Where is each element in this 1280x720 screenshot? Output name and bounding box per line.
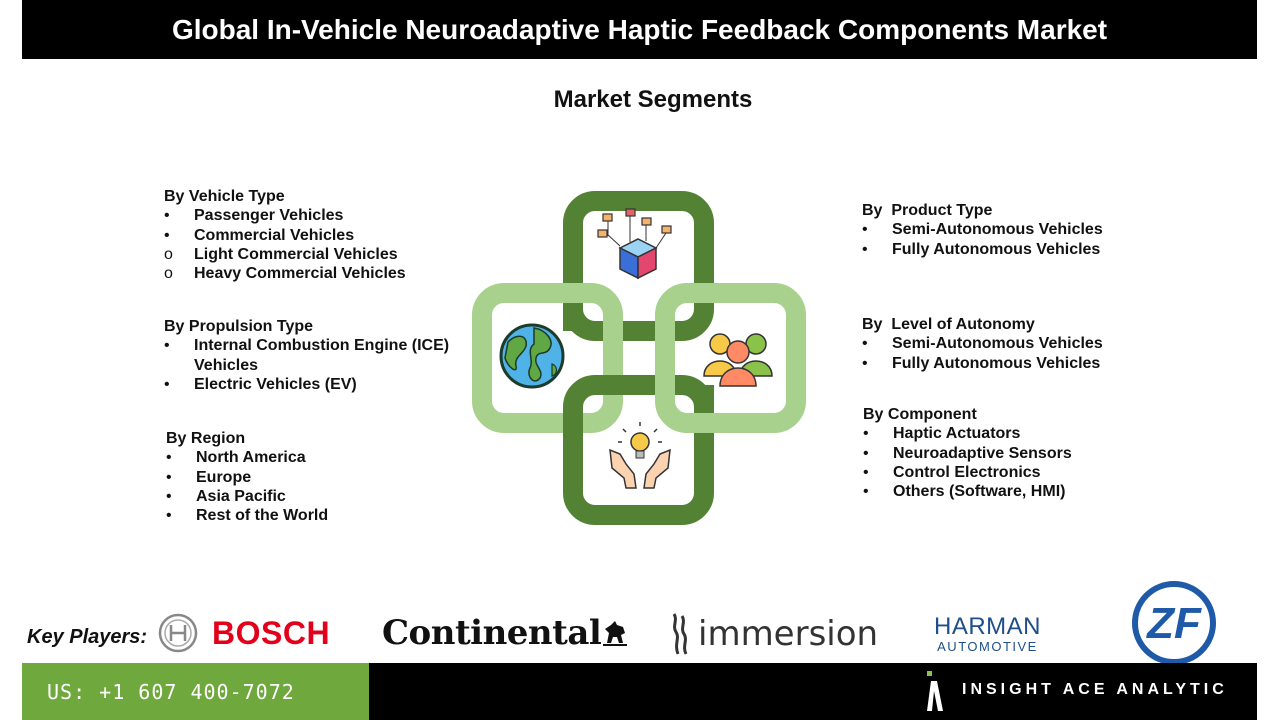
title-bar: Global In-Vehicle Neuroadaptive Haptic F…: [22, 0, 1257, 59]
globe-icon: [499, 323, 565, 389]
chain-link-top: [563, 191, 714, 341]
zf-emblem-icon: ZF: [1132, 581, 1216, 665]
list-item-text: Heavy Commercial Vehicles: [194, 265, 406, 283]
horse-icon: [603, 621, 628, 646]
segment-vehicle-type: By Vehicle Type • Passenger Vehicles • Com…: [164, 187, 406, 283]
bullet-marker: o: [164, 265, 173, 283]
list-item: • Europe: [166, 468, 328, 487]
list-item-text: Control Electronics: [893, 463, 1041, 481]
data-cube-icon: [597, 208, 672, 280]
key-players-label: Key Players:: [27, 626, 148, 648]
list-item: • Fully Autonomous Vehicles: [862, 240, 1103, 259]
bullet-marker: •: [863, 483, 869, 501]
bullet-marker: •: [164, 207, 170, 225]
list-item: • Haptic Actuators: [863, 424, 1072, 443]
bullet-marker: •: [166, 449, 172, 467]
bullet-marker: •: [862, 354, 868, 372]
segment-heading: By Vehicle Type: [164, 188, 285, 205]
bullet-marker: •: [862, 335, 868, 353]
list-item: • Passenger Vehicles: [164, 206, 406, 225]
bullet-marker: •: [862, 240, 868, 258]
segment-component: By Component • Haptic Actuators • Neuroada…: [863, 405, 1072, 501]
chain-link-bottom: [563, 375, 714, 525]
segment-heading: By Component: [863, 406, 977, 423]
list-item-text: Internal Combustion Engine (ICE) Vehicle…: [194, 337, 450, 374]
bosch-logo: BOSCH: [158, 613, 330, 653]
chain-link-left: [472, 283, 623, 433]
bullet-marker: •: [164, 337, 170, 355]
bullet-marker: •: [164, 226, 170, 244]
list-item: • Control Electronics: [863, 463, 1072, 482]
list-item: o Light Commercial Vehicles: [164, 245, 406, 264]
list-item-text: Neuroadaptive Sensors: [893, 444, 1072, 462]
segment-region: By Region • North America • Europe • Asia P…: [166, 429, 328, 525]
list-item: • Fully Autonomous Vehicles: [862, 354, 1103, 373]
insight-ace-logo-icon: [927, 671, 943, 711]
list-item: • Semi-Autonomous Vehicles: [862, 334, 1103, 353]
brand-name: INSIGHT ACE ANALYTIC: [962, 681, 1228, 698]
bullet-marker: •: [166, 507, 172, 525]
list-item-text: Electric Vehicles (EV): [194, 375, 357, 393]
list-item-text: Semi-Autonomous Vehicles: [892, 221, 1103, 239]
harman-subtext: AUTOMOTIVE: [937, 639, 1038, 654]
list-item: • Rest of the World: [166, 506, 328, 525]
immersion-wordmark: immersion: [698, 614, 879, 654]
segment-heading: By Level of Autonomy: [862, 316, 1035, 333]
bullet-marker: •: [166, 468, 172, 486]
list-item-text: Semi-Autonomous Vehicles: [892, 335, 1103, 353]
list-item-text: Passenger Vehicles: [194, 207, 344, 225]
brand-footer-bar: INSIGHT ACE ANALYTIC: [369, 663, 1257, 720]
continental-logo: Continental: [382, 613, 629, 653]
list-item-text: Commercial Vehicles: [194, 226, 355, 244]
list-item: • Electric Vehicles (EV): [164, 375, 464, 394]
list-item: • Others (Software, HMI): [863, 482, 1072, 501]
segment-product-type: By Product Type • Semi-Autonomous Vehicle…: [862, 201, 1103, 259]
list-item-text: Europe: [196, 468, 252, 486]
segment-propulsion-type: By Propulsion Type • Internal Combustion …: [164, 317, 464, 394]
list-item: • Neuroadaptive Sensors: [863, 444, 1072, 463]
segments-chain-graphic: [472, 191, 806, 525]
lightbulb-hands-icon: [609, 422, 671, 489]
bullet-marker: •: [862, 221, 868, 239]
list-item-text: North America: [196, 449, 306, 467]
bosch-emblem-icon: [158, 613, 198, 653]
zf-logo: ZF: [1131, 580, 1217, 671]
segment-heading: By Region: [166, 430, 246, 447]
list-item-text: Fully Autonomous Vehicles: [892, 240, 1101, 258]
people-group-icon: [703, 333, 773, 387]
immersion-logo: immersion: [668, 610, 878, 658]
continental-wordmark: Continental: [382, 613, 602, 653]
list-item-text: Haptic Actuators: [893, 425, 1021, 443]
list-item: • Commercial Vehicles: [164, 226, 406, 245]
bullet-marker: o: [164, 245, 173, 263]
page-title: Global In-Vehicle Neuroadaptive Haptic F…: [171, 13, 1108, 45]
list-item-text: Rest of the World: [196, 507, 329, 525]
bullet-marker: •: [863, 463, 869, 481]
list-item: • Semi-Autonomous Vehicles: [862, 220, 1103, 239]
harman-logo: HARMAN AUTOMOTIVE: [934, 614, 1041, 654]
list-item-text: Fully Autonomous Vehicles: [892, 354, 1101, 372]
segment-heading: By Propulsion Type: [164, 318, 314, 335]
contact-phone: US: +1 607 400-7072: [47, 679, 295, 704]
contact-phone-bar: US: +1 607 400-7072: [22, 663, 369, 720]
list-item: • Asia Pacific: [166, 487, 328, 506]
list-item-text: Others (Software, HMI): [893, 483, 1066, 501]
section-title: Market Segments: [553, 86, 753, 113]
bosch-wordmark: BOSCH: [212, 614, 331, 651]
list-item-text: Light Commercial Vehicles: [194, 245, 398, 263]
bullet-marker: •: [863, 425, 869, 443]
zf-wordmark: ZF: [1145, 599, 1202, 648]
list-item: • North America: [166, 448, 328, 467]
hand-wave-icon: [672, 613, 688, 655]
list-item: o Heavy Commercial Vehicles: [164, 264, 406, 283]
bullet-marker: •: [863, 444, 869, 462]
segment-heading: By Product Type: [862, 202, 993, 219]
segment-level-of-autonomy: By Level of Autonomy • Semi-Autonomous Ve…: [862, 315, 1103, 373]
chain-link-right: [655, 283, 806, 433]
harman-wordmark: HARMAN: [934, 613, 1042, 640]
list-item-text: Asia Pacific: [196, 487, 286, 505]
bullet-marker: •: [164, 375, 170, 393]
bullet-marker: •: [166, 487, 172, 505]
list-item: • Internal Combustion Engine (ICE) Vehicl…: [164, 336, 464, 375]
